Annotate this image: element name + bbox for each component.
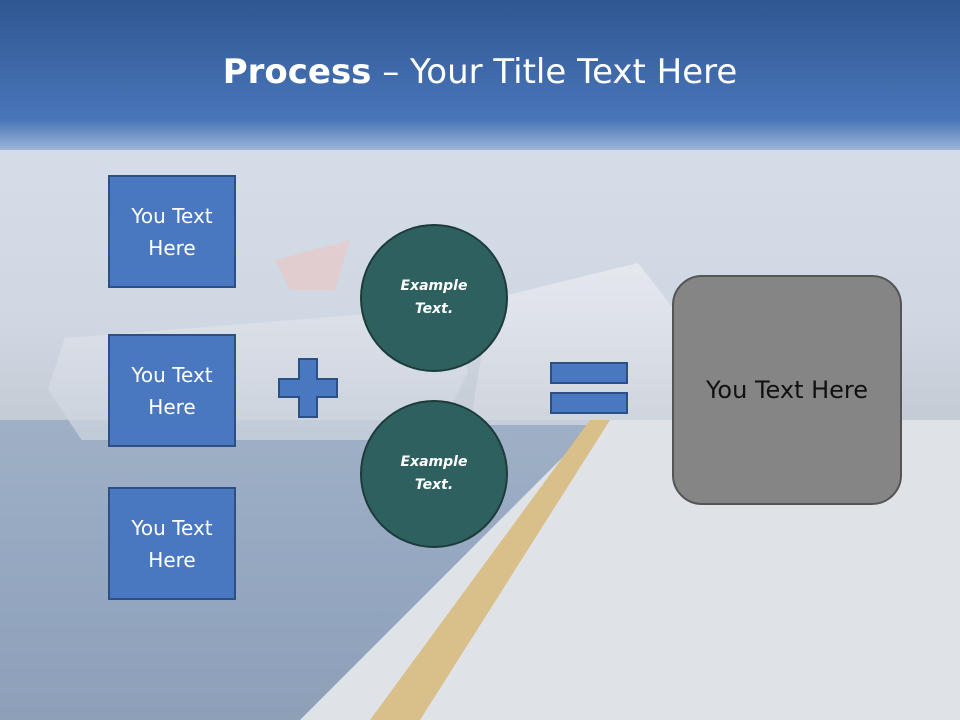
text-box-line: You Text [131, 515, 213, 540]
circle-line: Example [400, 278, 468, 294]
text-box-line: Here [148, 547, 196, 572]
text-box-line: Here [148, 394, 196, 419]
circle-line: Example [400, 454, 468, 470]
equals-icon[interactable] [550, 362, 628, 414]
example-circle-1[interactable]: Example Text. [360, 224, 508, 372]
background-ship-funnel [275, 240, 350, 290]
title-rest-part: – Your Title Text Here [371, 52, 738, 92]
plus-icon[interactable] [278, 358, 338, 418]
title-banner [0, 0, 960, 150]
text-box-1[interactable]: You Text Here [108, 175, 236, 288]
slide-title[interactable]: Process – Your Title Text Here [0, 52, 960, 92]
text-box-line: Here [148, 235, 196, 260]
text-box-line: You Text [131, 362, 213, 387]
result-box[interactable]: You Text Here [672, 275, 902, 505]
circle-line: Text. [414, 301, 454, 317]
text-box-3[interactable]: You Text Here [108, 487, 236, 600]
example-circle-2[interactable]: Example Text. [360, 400, 508, 548]
text-box-line: You Text [131, 203, 213, 228]
circle-line: Text. [414, 477, 454, 493]
result-box-label: You Text Here [705, 376, 869, 404]
text-box-2[interactable]: You Text Here [108, 334, 236, 447]
title-bold-part: Process [222, 52, 372, 92]
